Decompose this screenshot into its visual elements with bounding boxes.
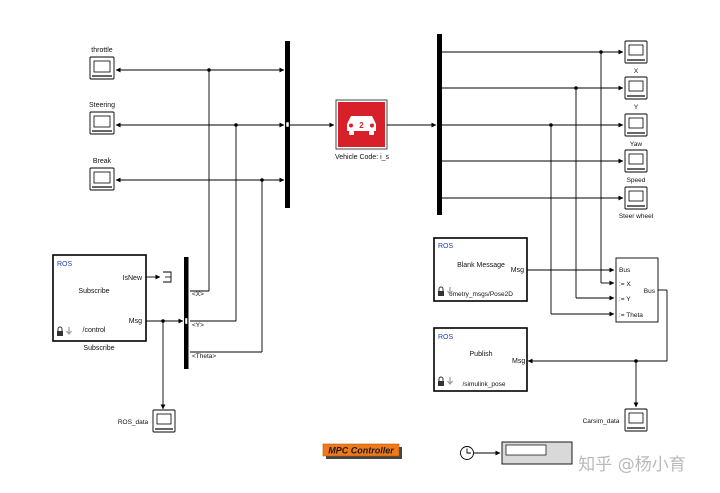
throttle-label: throttle — [91, 47, 113, 54]
selector-x-label: <X> — [192, 291, 204, 298]
ros-publish-block[interactable]: ROS Publish Msg /simulink_pose — [433, 327, 528, 392]
bus-assign-in-y: := Y — [619, 296, 631, 303]
display-block[interactable] — [501, 441, 573, 465]
publish-port-msg: Msg — [512, 358, 525, 365]
download-arrow-icon — [447, 377, 453, 385]
blank-message-title: Blank Message — [457, 262, 505, 269]
scope-x-label: X — [634, 68, 639, 75]
scope-speed-label: Speed — [627, 177, 646, 184]
publish-topic: /simulink_pose — [463, 381, 506, 388]
publish-title: Publish — [470, 351, 493, 358]
clock-icon — [466, 448, 471, 454]
break-label: Break — [93, 158, 112, 165]
vehicle-block[interactable]: 2 — [335, 99, 388, 150]
scope-steer-wheel-label: Steer wheel — [619, 213, 654, 220]
subscribe-topic: /control — [83, 327, 106, 334]
bus-selector-bar[interactable] — [184, 257, 189, 369]
break-block[interactable] — [89, 167, 115, 191]
bus-assign-in-x: := X — [619, 281, 631, 288]
bus-assign-out-bus: Bus — [644, 288, 656, 295]
selector-theta-label: <Theta> — [192, 353, 216, 360]
bus-assign-in-bus: Bus — [619, 267, 631, 274]
steering-block[interactable] — [89, 111, 115, 135]
subscribe-caption: Subscribe — [83, 345, 114, 352]
ros-subscribe-block[interactable]: ROS Subscribe IsNew Msg /control — [52, 254, 147, 342]
ros-blank-message-block[interactable]: ROS Blank Message Msg ometry_msgs/Pose2D — [433, 237, 528, 302]
scope-y[interactable] — [624, 76, 648, 100]
publish-ros-tag: ROS — [438, 334, 454, 341]
demux-bar-output[interactable] — [437, 34, 442, 215]
download-arrow-icon — [447, 287, 453, 295]
lock-icon — [438, 376, 444, 386]
bus-assign-in-theta: := Theta — [619, 312, 643, 319]
blank-message-ros-tag: ROS — [438, 243, 454, 250]
scope-yaw[interactable] — [624, 113, 648, 137]
blank-message-type: ometry_msgs/Pose2D — [449, 291, 513, 298]
subscribe-port-msg: Msg — [129, 318, 142, 325]
scope-x[interactable] — [624, 40, 648, 64]
throttle-block[interactable] — [89, 56, 115, 80]
scope-carsim-data-label: Carsim_data — [583, 418, 620, 425]
scope-steer-wheel[interactable] — [624, 186, 648, 210]
lock-icon — [57, 326, 63, 336]
scope-yaw-label: Yaw — [630, 141, 642, 148]
selector-y-label: <Y> — [192, 322, 204, 329]
scope-speed[interactable] — [624, 149, 648, 173]
mpc-controller-button[interactable]: MPC Controller — [322, 443, 402, 459]
scope-y-label: Y — [634, 104, 639, 111]
red-car-icon — [347, 116, 376, 135]
clock-block[interactable] — [460, 446, 474, 460]
lock-icon — [438, 286, 444, 296]
steering-label: Steering — [89, 102, 115, 109]
blank-message-port-msg: Msg — [511, 267, 524, 274]
terminator-block[interactable] — [163, 271, 172, 283]
vehicle-badge: 2 — [359, 121, 364, 130]
download-arrow-icon — [66, 327, 72, 335]
subscribe-ros-tag: ROS — [57, 261, 73, 268]
scope-ros-data-label: ROS_data — [118, 419, 149, 426]
mpc-controller-label: MPC Controller — [328, 446, 394, 456]
vehicle-label: Vehicle Code: i_s — [335, 154, 390, 161]
watermark: 知乎 @杨小育 — [578, 455, 685, 475]
scope-ros-data[interactable] — [152, 409, 176, 433]
subscribe-title: Subscribe — [78, 288, 109, 295]
subscribe-port-isnew: IsNew — [123, 275, 143, 282]
bus-assignment-block[interactable]: Bus := X := Y := Theta Bus — [615, 257, 659, 323]
scope-carsim-data[interactable] — [624, 408, 648, 432]
